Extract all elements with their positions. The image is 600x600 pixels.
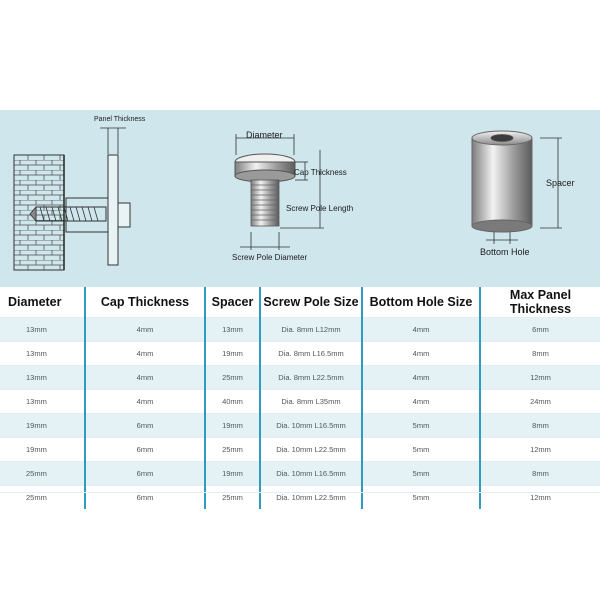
table-bottom-rule: [0, 492, 600, 493]
cell-screw-pole-size: Dia. 8mm L12mm: [259, 317, 362, 342]
cell-cap-thickness: 4mm: [84, 317, 205, 342]
panel-thickness-label: Panel Thickness: [94, 116, 146, 123]
cell-cap-thickness: 6mm: [84, 413, 205, 438]
cell-max-panel-thickness: 12mm: [479, 485, 600, 509]
cell-screw-pole-size: Dia. 10mm L16.5mm: [259, 413, 362, 438]
cell-diameter: 13mm: [0, 317, 85, 342]
cell-cap-thickness: 4mm: [84, 389, 205, 414]
table-row: 13mm 4mm 25mm Dia. 8mm L22.5mm 4mm 12mm: [0, 365, 600, 390]
cell-spacer: 19mm: [204, 461, 260, 486]
cell-cap-thickness: 6mm: [84, 461, 205, 486]
cell-cap-thickness: 6mm: [84, 437, 205, 462]
cell-screw-pole-size: Dia. 8mm L22.5mm: [259, 365, 362, 390]
header-max-panel-thickness: Max Panel Thickness: [479, 287, 600, 318]
cell-cap-thickness: 6mm: [84, 485, 205, 509]
table-row: 25mm 6mm 25mm Dia. 10mm L22.5mm 5mm 12mm: [0, 485, 600, 509]
cell-screw-pole-size: Dia. 10mm L22.5mm: [259, 437, 362, 462]
table-row: 13mm 4mm 13mm Dia. 8mm L12mm 4mm 6mm: [0, 317, 600, 342]
diameter-label: Diameter: [246, 130, 283, 140]
cell-diameter: 19mm: [0, 437, 85, 462]
spacer-cylinder-illustration: [471, 130, 562, 244]
diagram-illustrations: [13, 127, 562, 271]
cell-diameter: 25mm: [0, 461, 85, 486]
cell-spacer: 40mm: [204, 389, 260, 414]
cell-max-panel-thickness: 12mm: [479, 437, 600, 462]
cell-diameter: 25mm: [0, 485, 85, 509]
cell-spacer: 19mm: [204, 413, 260, 438]
cell-diameter: 13mm: [0, 365, 85, 390]
cell-max-panel-thickness: 8mm: [479, 461, 600, 486]
cell-bottom-hole-size: 4mm: [361, 317, 480, 342]
cell-screw-pole-size: Dia. 8mm L16.5mm: [259, 341, 362, 366]
table-row: 13mm 4mm 19mm Dia. 8mm L16.5mm 4mm 8mm: [0, 341, 600, 366]
header-cap-thickness: Cap Thickness: [84, 287, 205, 318]
screw-pole-length-label: Screw Pole Length: [286, 204, 354, 213]
cell-max-panel-thickness: 12mm: [479, 365, 600, 390]
cell-diameter: 19mm: [0, 413, 85, 438]
cell-spacer: 25mm: [204, 485, 260, 509]
cell-bottom-hole-size: 5mm: [361, 461, 480, 486]
cell-spacer: 25mm: [204, 365, 260, 390]
cell-diameter: 13mm: [0, 389, 85, 414]
cell-cap-thickness: 4mm: [84, 365, 205, 390]
cap-thickness-label: Cap Thickness: [294, 168, 347, 177]
cell-screw-pole-size: Dia. 8mm L35mm: [259, 389, 362, 414]
cell-bottom-hole-size: 5mm: [361, 437, 480, 462]
cell-bottom-hole-size: 5mm: [361, 485, 480, 509]
cell-spacer: 13mm: [204, 317, 260, 342]
spacer-label: Spacer: [546, 178, 575, 188]
table-row: 19mm 6mm 25mm Dia. 10mm L22.5mm 5mm 12mm: [0, 437, 600, 462]
header-diameter: Diameter: [8, 295, 62, 309]
cell-screw-pole-size: Dia. 10mm L16.5mm: [259, 461, 362, 486]
table-row: 25mm 6mm 19mm Dia. 10mm L16.5mm 5mm 8mm: [0, 461, 600, 486]
cell-bottom-hole-size: 5mm: [361, 413, 480, 438]
cell-diameter: 13mm: [0, 341, 85, 366]
header-spacer: Spacer: [204, 287, 260, 318]
cell-bottom-hole-size: 4mm: [361, 365, 480, 390]
cell-max-panel-thickness: 8mm: [479, 341, 600, 366]
header-screw-pole-size: Screw Pole Size: [259, 287, 362, 318]
diagram-band: Panel Thickness Diameter Cap Thickness S…: [0, 110, 600, 287]
wall-mount-side-view: [13, 127, 131, 271]
table-row: 19mm 6mm 19mm Dia. 10mm L16.5mm 5mm 8mm: [0, 413, 600, 438]
table-header-row: Diameter Cap Thickness Spacer Screw Pole…: [0, 287, 600, 318]
cell-max-panel-thickness: 8mm: [479, 413, 600, 438]
screw-pole-diameter-label: Screw Pole Diameter: [232, 253, 308, 262]
cell-max-panel-thickness: 6mm: [479, 317, 600, 342]
cell-spacer: 19mm: [204, 341, 260, 366]
bottom-hole-label: Bottom Hole: [480, 247, 530, 257]
cell-spacer: 25mm: [204, 437, 260, 462]
cell-bottom-hole-size: 4mm: [361, 389, 480, 414]
cell-bottom-hole-size: 4mm: [361, 341, 480, 366]
header-bottom-hole-size: Bottom Hole Size: [361, 287, 480, 318]
cell-max-panel-thickness: 24mm: [479, 389, 600, 414]
cap-screw-illustration: [234, 134, 324, 250]
table-row: 13mm 4mm 40mm Dia. 8mm L35mm 4mm 24mm: [0, 389, 600, 414]
spec-table: Diameter Cap Thickness Spacer Screw Pole…: [0, 287, 600, 509]
cell-screw-pole-size: Dia. 10mm L22.5mm: [259, 485, 362, 509]
cell-cap-thickness: 4mm: [84, 341, 205, 366]
